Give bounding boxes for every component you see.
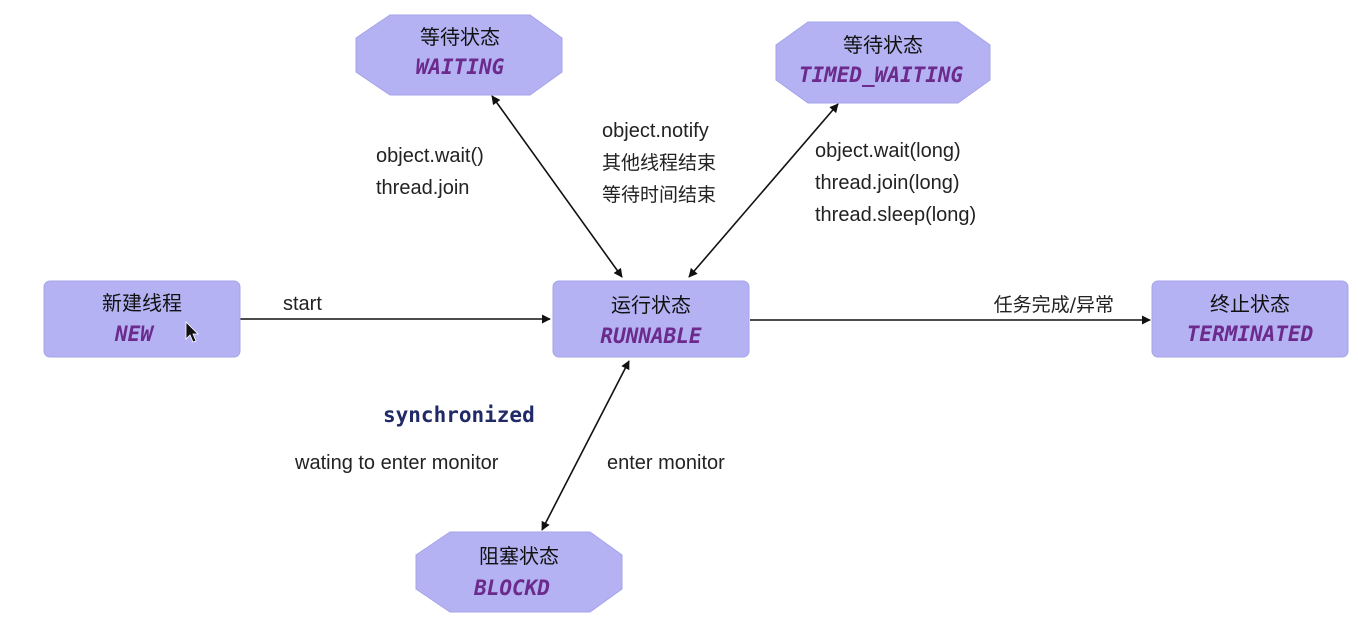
label-thread-finished: 其他线程结束: [602, 152, 716, 174]
node-terminated: 终止状态 TERMINATED: [1151, 280, 1349, 358]
label-synchronized: synchronized: [383, 403, 535, 427]
node-waiting-code: WAITING: [416, 55, 505, 79]
node-runnable-code: RUNNABLE: [600, 324, 702, 348]
edge-runnable-timed-waiting: [688, 103, 839, 278]
node-new-title: 新建线程: [102, 291, 182, 315]
edge-runnable-waiting: [491, 95, 623, 278]
node-blocked: 阻塞状态 BLOCKD: [415, 531, 623, 613]
node-waiting-title: 等待状态: [420, 25, 500, 49]
label-wating-to-enter-monitor: wating to enter monitor: [294, 452, 499, 474]
node-waiting: 等待状态 WAITING: [355, 14, 563, 96]
mouse-cursor-icon: [185, 321, 199, 343]
node-timed-waiting: 等待状态 TIMED_WAITING: [775, 21, 991, 104]
label-thread-sleep-long: thread.sleep(long): [815, 204, 976, 226]
edge-runnable-blocked: [541, 360, 630, 531]
node-new-code: NEW: [114, 322, 155, 346]
node-terminated-code: TERMINATED: [1187, 322, 1313, 346]
node-runnable: 运行状态 RUNNABLE: [552, 280, 750, 358]
label-object-wait: object.wait(): [376, 145, 484, 167]
label-object-wait-long: object.wait(long): [815, 140, 961, 162]
label-object-notify: object.notify: [602, 120, 709, 142]
node-terminated-title: 终止状态: [1210, 292, 1290, 316]
node-runnable-title: 运行状态: [611, 293, 691, 317]
label-start: start: [283, 293, 322, 315]
label-wait-time-finished: 等待时间结束: [602, 184, 716, 206]
node-blocked-code: BLOCKD: [473, 576, 550, 600]
label-thread-join-long: thread.join(long): [815, 172, 960, 194]
label-finish: 任务完成/异常: [994, 294, 1114, 316]
label-thread-join: thread.join: [376, 177, 469, 199]
node-new: 新建线程 NEW: [43, 280, 241, 358]
node-timed-waiting-title: 等待状态: [843, 33, 923, 57]
label-enter-monitor: enter monitor: [607, 452, 725, 474]
node-blocked-title: 阻塞状态: [479, 544, 559, 568]
node-timed-waiting-code: TIMED_WAITING: [799, 63, 964, 87]
